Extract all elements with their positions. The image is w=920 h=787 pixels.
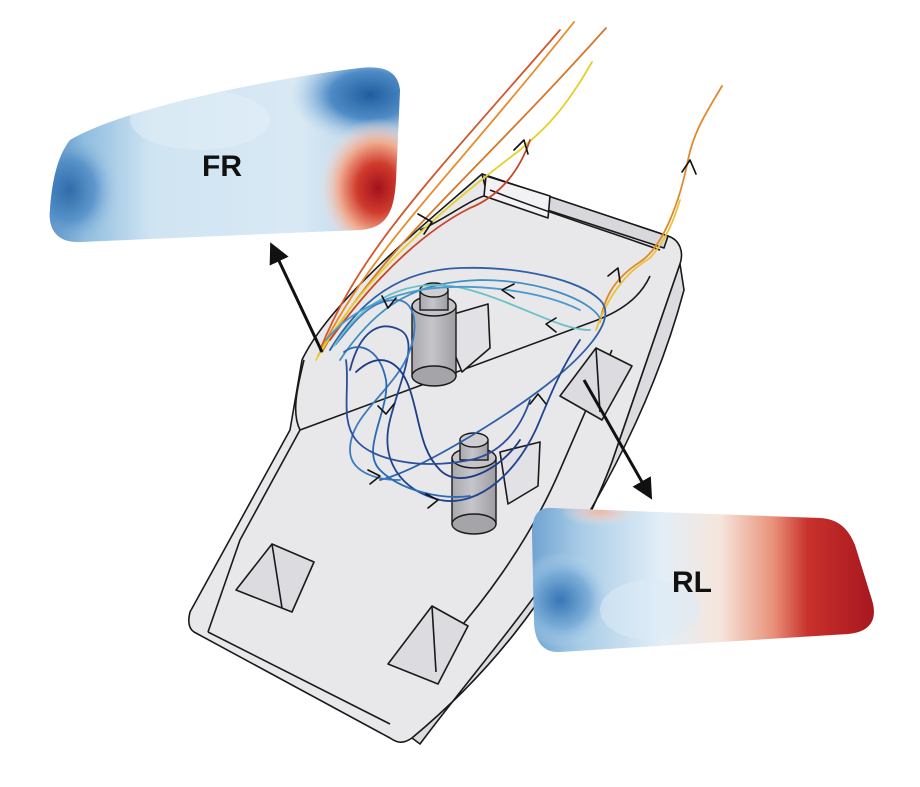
- flow-arrow-6: [545, 317, 557, 333]
- rl-callout-arrow: [582, 379, 653, 500]
- rear-shelf: [489, 189, 661, 251]
- front-dash: [207, 631, 391, 725]
- streamline-loop-3: [349, 325, 581, 502]
- streamlines: [315, 21, 723, 502]
- flow-arrow-5: [501, 283, 515, 299]
- flow-arrow-9: [367, 469, 381, 485]
- streamline-loop-2: [339, 279, 601, 361]
- streamline-exit-5: [329, 139, 531, 341]
- flow-arrow-4: [607, 267, 621, 283]
- streamline-loop-8: [325, 286, 581, 341]
- streamline-loop-9: [345, 359, 531, 465]
- door-pocket-front: [387, 605, 469, 685]
- streamline-exit-6: [599, 85, 723, 323]
- door-pocket-front-edge: [431, 605, 437, 673]
- flow-arrow-7: [381, 295, 397, 309]
- left-wall-inner: [207, 429, 301, 633]
- rl-window-heatmap: RL: [532, 507, 874, 653]
- cabin-side-face: [411, 263, 685, 745]
- door-pocket-rear-edge: [595, 347, 601, 413]
- flow-arrows: [367, 139, 697, 509]
- flow-arrow-3: [681, 159, 697, 175]
- streamline-exit-7: [595, 199, 681, 331]
- streamline-loop-5: [343, 346, 471, 498]
- streamline-loop-6: [333, 284, 591, 347]
- flow-arrow-8: [377, 403, 395, 415]
- dashboard-slot-edge: [271, 543, 283, 609]
- flow-arrow-1: [417, 213, 433, 235]
- streamline-loop-7: [355, 359, 521, 479]
- flow-arrow-10: [425, 493, 439, 509]
- flow-arrow-11: [529, 393, 547, 405]
- dashboard-slot: [235, 543, 315, 613]
- streamline-exit-1: [319, 29, 561, 351]
- rl-label: RL: [672, 566, 712, 599]
- flow-arrow-2: [513, 139, 529, 155]
- streamline-loop-1: [329, 266, 607, 481]
- car-cabin: [188, 173, 685, 745]
- fr-window-heatmap: FR: [49, 67, 400, 243]
- occupant-rear: [411, 282, 457, 387]
- streamline-exit-2: [317, 21, 575, 357]
- callout-arrows: [269, 242, 653, 500]
- fr-label: FR: [202, 150, 242, 183]
- door-pocket-rear: [559, 347, 633, 421]
- fr-callout-arrow: [269, 242, 324, 353]
- rear-wall-top: [483, 175, 551, 219]
- streamline-exit-4: [315, 61, 593, 361]
